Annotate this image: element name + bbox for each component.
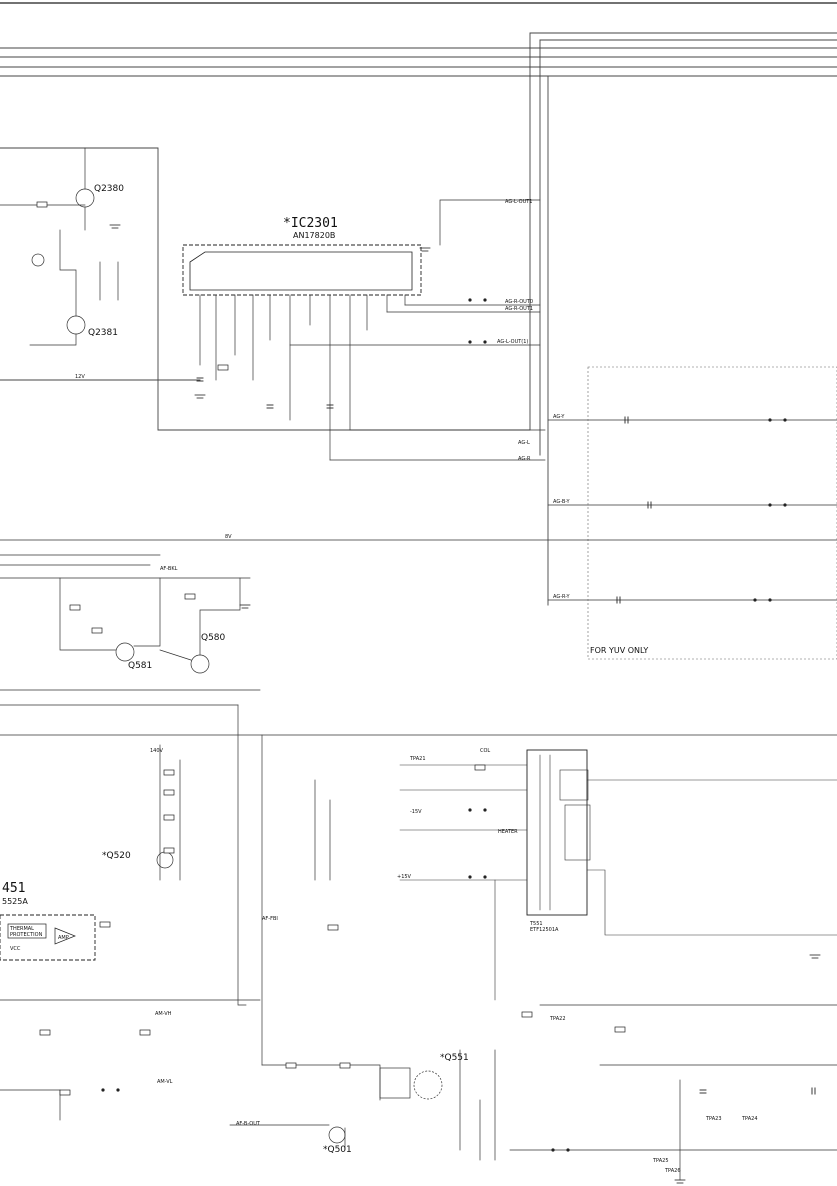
net-ag-r-y: AG-R-Y (553, 594, 570, 600)
net-col: COL (480, 748, 490, 754)
net-ag-r-out1: AG-R-OUT1 (505, 306, 533, 312)
net-af-bkl: AF-BKL (160, 566, 178, 572)
q551-ref: *Q551 (440, 1053, 469, 1063)
net-af-fbi: AF-FBI (262, 916, 278, 922)
net-ag-r: AG-R (518, 456, 531, 462)
q580-stage (0, 539, 837, 1006)
tp-tpa22: TPA22 (549, 1016, 566, 1022)
q520-ref: *Q520 (102, 851, 131, 861)
net-af-b-out: AF-B-OUT (236, 1121, 261, 1127)
vertical-deflection (0, 734, 837, 1066)
yuv-only-note: FOR YUV ONLY (590, 646, 648, 655)
ic2301-ref: *IC2301 (283, 216, 338, 231)
ic451-part: 5525A (2, 897, 28, 906)
q581-ref: Q581 (128, 661, 152, 671)
net-ag-y: AG-Y (553, 414, 565, 420)
ic451-ref: 451 (2, 881, 25, 896)
capacitor-glyphs (196, 377, 816, 1095)
q2380-stage (0, 147, 119, 346)
net-ag-l-out1: AG-L-OUT1 (505, 199, 532, 205)
net-ag-r-out0: AG-R-OUT0 (505, 299, 533, 305)
q2380-ref: Q2380 (94, 184, 124, 194)
tp-tpa24: TPA24 (741, 1116, 758, 1122)
q2381-ref: Q2381 (88, 328, 118, 338)
horizontal-output (0, 999, 837, 1181)
ic451-amp-tag: AMP (58, 935, 69, 941)
net-minus-15v: -15V (410, 809, 422, 815)
t551-heater-tag: HEATER (498, 829, 518, 835)
q501-ref: *Q501 (323, 1145, 352, 1155)
net-ag-b-y: AG-B-Y (553, 499, 570, 505)
net-8v: 8V (225, 534, 232, 540)
ic451-thermal-tag: THERMAL (9, 926, 34, 932)
net-labels: AG-L-OUT1 AG-R-OUT0 AG-R-OUT1 AG-L-OUT(1… (75, 199, 758, 1174)
tp-tpa26: TPA26 (664, 1168, 681, 1174)
net-am-vh: AM-VH (155, 1011, 172, 1017)
ic451-vcc-tag: VCC (10, 946, 21, 952)
net-12v: 12V (75, 374, 85, 380)
ic451-protection-tag: PROTECTION (10, 932, 43, 938)
audio-output-nets (289, 199, 837, 601)
net-ag-l: AG-L (518, 440, 530, 446)
t551-part: ETF12501A (530, 927, 559, 933)
ic2301-block: *IC2301 AN17820B (182, 216, 422, 461)
net-140v: 140V (150, 748, 164, 754)
connector-dots (101, 298, 787, 1152)
passive-glyphs (36, 201, 626, 1096)
tp-tpa25: TPA25 (652, 1158, 669, 1164)
net-plus-15v: +15V (397, 874, 412, 880)
yuv-only-region (587, 366, 837, 660)
net-am-vl: AM-VL (157, 1079, 173, 1085)
net-ag-l-out-1: AG-L-OUT(1) (497, 339, 528, 345)
tp-tpa21: TPA21 (409, 756, 426, 762)
ground-symbols (109, 224, 821, 1184)
ic451-block: THERMAL PROTECTION AMP VCC 451 5525A (0, 881, 96, 961)
t551-block: T551 ETF12501A HEATER (399, 749, 837, 1001)
t551-ref: T551 (529, 921, 543, 927)
top-bus-lines (0, 2, 837, 606)
ic2301-part: AN17820B (293, 231, 335, 240)
tp-tpa23: TPA23 (705, 1116, 722, 1122)
q580-ref: Q580 (201, 633, 226, 643)
